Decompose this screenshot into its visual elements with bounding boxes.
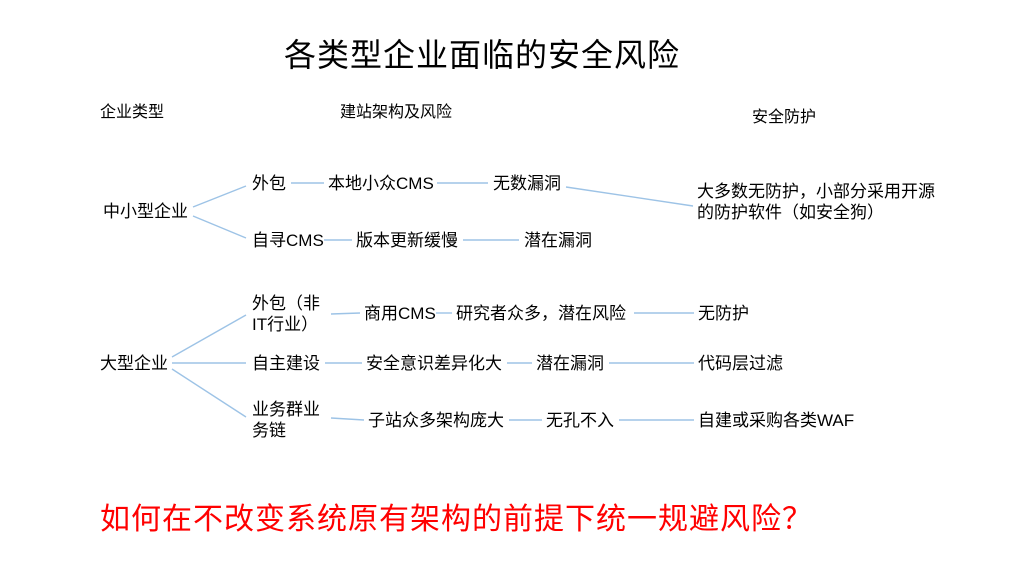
page-title: 各类型企业面临的安全风险 <box>283 37 680 73</box>
node-sme-label: 中小型企业 <box>103 202 188 221</box>
bottom-question: 如何在不改变系统原有架构的前提下统一规避风险？ <box>100 503 813 536</box>
node-large-commercial-cms: 商用CMS <box>364 304 436 323</box>
node-large-many-researchers: 研究者众多，潜在风险 <box>456 304 626 323</box>
node-sme-protection: 大多数无防护，小部分采用开源的防护软件（如安全狗） <box>697 182 935 223</box>
connector-line <box>330 312 361 315</box>
node-large-outsourcing-non-it: 外包（非IT行业） <box>252 294 320 335</box>
node-large-self-built: 自主建设 <box>252 354 320 373</box>
node-large-business-chain: 业务群业务链 <box>252 400 320 441</box>
node-sme-potential-vulns: 潜在漏洞 <box>524 231 592 250</box>
node-sme-countless-vulns: 无数漏洞 <box>493 174 561 193</box>
node-large-label: 大型企业 <box>100 354 168 373</box>
node-large-no-protection: 无防护 <box>698 304 749 323</box>
connector-line <box>192 185 247 208</box>
column-header-architecture-risk: 建站架构及风险 <box>340 104 453 121</box>
connector-line <box>192 215 247 239</box>
node-large-pervasive: 无孔不入 <box>546 411 614 430</box>
node-sme-self-cms: 自寻CMS <box>252 231 324 250</box>
node-large-potential-vulns: 潜在漏洞 <box>536 354 604 373</box>
node-large-code-filter: 代码层过滤 <box>698 354 783 373</box>
connector-line <box>171 314 247 358</box>
node-large-waf: 自建或采购各类WAF <box>698 411 855 430</box>
node-sme-outsourcing: 外包 <box>252 174 286 193</box>
node-sme-slow-updates: 版本更新缓慢 <box>356 231 458 250</box>
connector-line <box>565 186 694 207</box>
node-large-many-subsites: 子站众多架构庞大 <box>368 411 504 430</box>
connector-line <box>171 368 247 418</box>
connector-line <box>330 417 365 421</box>
node-large-awareness-gap: 安全意识差异化大 <box>366 354 502 373</box>
node-sme-local-cms: 本地小众CMS <box>328 174 434 193</box>
column-header-enterprise-type: 企业类型 <box>100 104 165 121</box>
column-header-protection: 安全防护 <box>752 109 817 126</box>
